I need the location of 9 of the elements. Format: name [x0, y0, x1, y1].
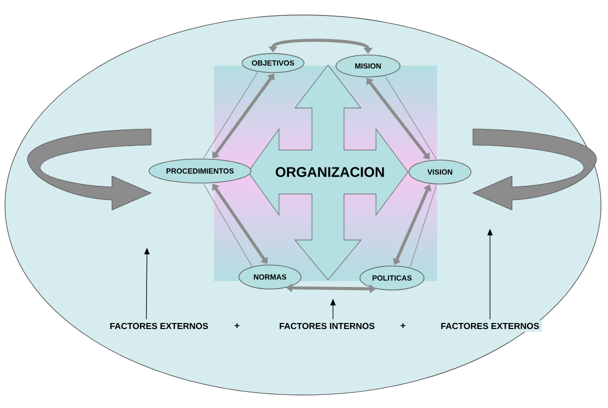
factor-label: FACTORES EXTERNOS: [107, 320, 211, 332]
connector-line: [384, 76, 437, 160]
plus-sign: +: [234, 323, 240, 328]
connector-line: [203, 184, 252, 267]
connector-line: [410, 184, 437, 268]
factor-label: FACTORES INTERNOS: [276, 320, 378, 332]
connector-line: [203, 72, 258, 158]
factor-label: FACTORES EXTERNOS: [438, 320, 542, 332]
plus-sign: +: [400, 323, 406, 328]
